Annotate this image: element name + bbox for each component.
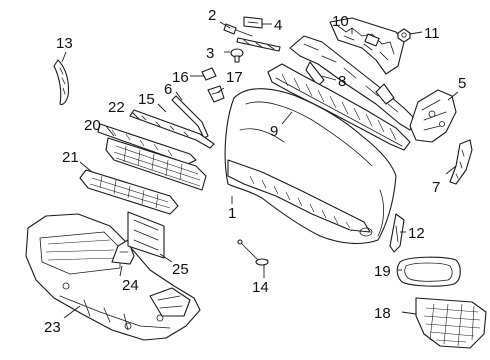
callout-5: 5 bbox=[458, 75, 466, 92]
callout-8: 8 bbox=[338, 73, 346, 90]
leader-20 bbox=[105, 125, 115, 137]
part-5-side-bracket bbox=[409, 89, 457, 143]
part-21-lower-grille bbox=[79, 169, 179, 215]
part-12-reflector-strip bbox=[389, 213, 405, 253]
callout-4: 4 bbox=[274, 17, 282, 34]
part-19-fog-bezel bbox=[396, 256, 461, 287]
leader-18 bbox=[401, 311, 417, 315]
part-14-sensor-wire bbox=[237, 239, 269, 266]
leader-8 bbox=[321, 75, 337, 81]
leader-9 bbox=[281, 111, 293, 125]
callout-19: 19 bbox=[374, 263, 391, 280]
leader-5 bbox=[447, 91, 459, 101]
callout-22: 22 bbox=[108, 99, 125, 116]
callout-1: 1 bbox=[228, 205, 236, 222]
part-4-trim-piece bbox=[236, 16, 281, 52]
callout-9: 9 bbox=[270, 123, 278, 140]
leader-2 bbox=[219, 21, 231, 29]
part-11-nut bbox=[397, 28, 411, 43]
part-20-grille bbox=[105, 137, 207, 191]
callout-10: 10 bbox=[332, 13, 349, 30]
part-9-impact-absorber bbox=[267, 63, 411, 151]
callout-21: 21 bbox=[62, 149, 79, 166]
leader-17 bbox=[217, 87, 225, 93]
part-1-bumper-cover bbox=[224, 88, 397, 245]
callout-labels: 1 2 3 4 5 6 7 8 9 10 11 12 13 14 15 16 1… bbox=[44, 7, 466, 336]
callout-25: 25 bbox=[172, 261, 189, 278]
leader-11 bbox=[409, 31, 423, 35]
callout-16: 16 bbox=[172, 69, 189, 86]
part-3-bolt bbox=[230, 48, 244, 63]
callout-14: 14 bbox=[252, 279, 269, 296]
callout-11: 11 bbox=[424, 25, 440, 42]
part-22-grille-trim bbox=[97, 123, 197, 165]
leader-6 bbox=[175, 91, 183, 101]
callout-17: 17 bbox=[226, 69, 243, 86]
leader-22 bbox=[131, 111, 141, 121]
leader-15 bbox=[157, 103, 167, 113]
callout-2: 2 bbox=[208, 7, 216, 24]
part-13-trim-strip bbox=[53, 59, 70, 106]
leader-lines bbox=[61, 21, 459, 319]
part-17-bracket bbox=[207, 85, 225, 103]
part-7-side-trim bbox=[449, 139, 473, 185]
callout-15: 15 bbox=[138, 91, 155, 108]
callout-20: 20 bbox=[84, 117, 101, 134]
callout-23: 23 bbox=[44, 319, 61, 336]
part-15-trim-strip bbox=[129, 109, 215, 149]
leader-13 bbox=[61, 51, 67, 63]
part-23-lower-frame bbox=[25, 213, 201, 341]
callout-12: 12 bbox=[408, 225, 425, 242]
leader-7 bbox=[445, 165, 457, 175]
leader-21 bbox=[79, 161, 93, 173]
callout-6: 6 bbox=[164, 81, 172, 98]
callout-7: 7 bbox=[432, 179, 440, 196]
leader-25 bbox=[159, 253, 173, 263]
callout-24: 24 bbox=[122, 277, 139, 294]
part-10-center-bracket bbox=[329, 17, 405, 75]
callout-3: 3 bbox=[206, 45, 214, 62]
part-18-lower-grille-insert bbox=[415, 297, 487, 349]
part-25-plate-holder bbox=[127, 211, 165, 259]
callout-13: 13 bbox=[56, 35, 73, 52]
part-16-clip bbox=[201, 67, 217, 81]
leader-23 bbox=[63, 305, 81, 319]
callout-18: 18 bbox=[374, 305, 391, 322]
leader-24 bbox=[119, 265, 123, 277]
